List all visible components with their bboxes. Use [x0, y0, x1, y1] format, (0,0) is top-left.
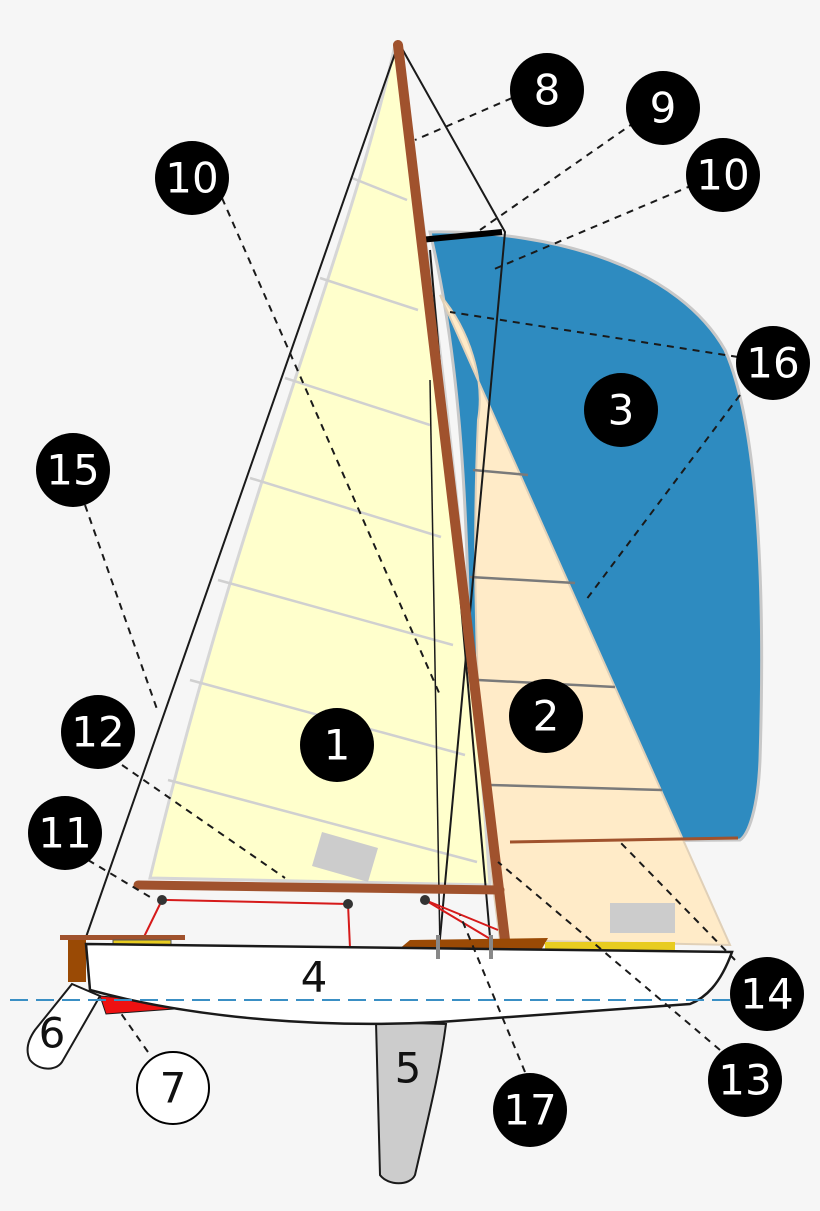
- marker-16: 16: [736, 326, 810, 400]
- marker-1-text: 1: [324, 721, 351, 770]
- marker-2-text: 2: [533, 692, 560, 741]
- marker-12: 12: [61, 695, 135, 769]
- jib-sheet-line: [429, 379, 441, 951]
- rudder-head: [68, 940, 86, 982]
- chainplate-2: [489, 935, 493, 959]
- marker-17: 17: [493, 1073, 567, 1147]
- marker-8-text: 8: [534, 66, 561, 115]
- spinnaker-halyard: [399, 44, 507, 961]
- marker-1: 1: [300, 708, 374, 782]
- marker-14-text: 14: [740, 970, 793, 1019]
- boom: [133, 880, 505, 895]
- mainsheet-block-mid: [343, 899, 353, 909]
- marker-15-text: 15: [46, 446, 99, 495]
- vang-block: [420, 895, 430, 905]
- marker-4-text: 4: [301, 953, 328, 1002]
- mainsail-battens: [167, 176, 478, 864]
- marker-6-text: 6: [39, 1009, 66, 1058]
- marker-8: 8: [510, 53, 584, 127]
- rudder-blade: [26, 982, 102, 1070]
- marker-10-left-text: 10: [165, 154, 218, 203]
- mast: [393, 40, 510, 945]
- marker-3: 3: [584, 373, 658, 447]
- marker-16-text: 16: [746, 339, 799, 388]
- forestay: [84, 44, 399, 941]
- marker-13-text: 13: [718, 1056, 771, 1105]
- marker-15: 15: [36, 433, 110, 507]
- jib-sail-number: [610, 903, 675, 933]
- leader-lines: [84, 97, 741, 1073]
- chainplate-1: [436, 935, 440, 959]
- deck-stripe: [545, 942, 675, 950]
- marker-7: 7: [136, 1051, 210, 1125]
- marker-13: 13: [708, 1043, 782, 1117]
- marker-9-text: 9: [650, 84, 677, 133]
- mainsail-sail-number: [312, 832, 378, 882]
- marker-11: 11: [28, 796, 102, 870]
- marker-9: 9: [626, 71, 700, 145]
- spreader: [419, 229, 503, 243]
- marker-10-left: 10: [155, 141, 229, 215]
- marker-11-text: 11: [38, 809, 91, 858]
- marker-3-text: 3: [608, 386, 635, 435]
- hull: [84, 942, 734, 1026]
- marker-17-text: 17: [503, 1086, 556, 1135]
- mainsheet-block-aft: [157, 895, 167, 905]
- spinnaker-pole: [509, 836, 739, 844]
- keel: [374, 1020, 448, 1185]
- marker-7-text: 7: [160, 1064, 187, 1113]
- tiller: [60, 935, 185, 940]
- marker-10-right-text: 10: [696, 151, 749, 200]
- marker-5-text: 5: [395, 1044, 422, 1093]
- marker-14: 14: [730, 957, 804, 1031]
- marker-10-right: 10: [686, 138, 760, 212]
- marker-2: 2: [509, 679, 583, 753]
- marker-12-text: 12: [71, 708, 124, 757]
